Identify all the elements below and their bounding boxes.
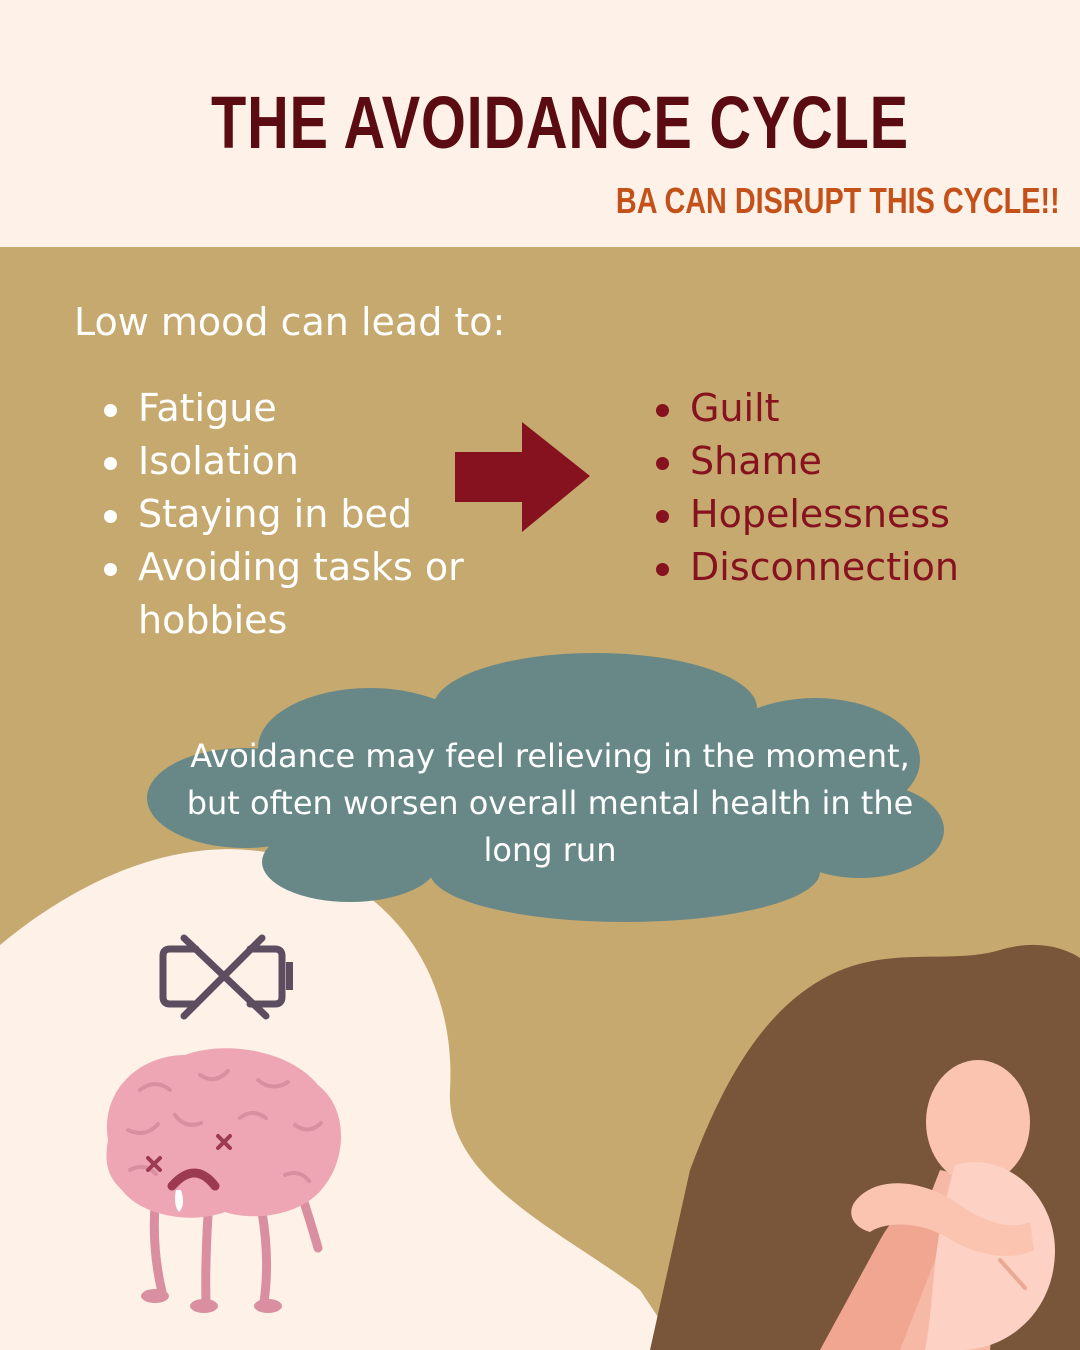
dead-battery-icon [159, 934, 293, 1020]
cream-blob [0, 849, 680, 1350]
page-title: THE AVOIDANCE CYCLE [211, 81, 909, 164]
cause-item: Fatigue [100, 382, 520, 435]
cause-item: Staying in bed [100, 488, 520, 541]
causes-list: Fatigue Isolation Staying in bed Avoidin… [100, 382, 520, 647]
thought-cloud [147, 653, 944, 922]
consequences-list: Guilt Shame Hopelessness Disconnection [652, 382, 1072, 594]
sad-brain-illustration [106, 1048, 342, 1313]
intro-text: Low mood can lead to: [74, 300, 506, 344]
sitting-person-illustration [820, 1060, 1055, 1350]
consequence-item: Shame [652, 435, 1072, 488]
header-banner: THE AVOIDANCE CYCLE BA CAN DISRUPT THIS … [0, 0, 1080, 247]
consequence-item: Hopelessness [652, 488, 1072, 541]
page-subtitle: BA CAN DISRUPT THIS CYCLE!! [616, 180, 1060, 221]
cloud-text: Avoidance may feel relieving in the mome… [186, 737, 914, 869]
cause-item: Avoiding tasks or hobbies [100, 541, 520, 647]
consequence-item: Disconnection [652, 541, 1072, 594]
arrow-right-icon [455, 422, 590, 532]
consequence-item: Guilt [652, 382, 1072, 435]
cause-item: Isolation [100, 435, 520, 488]
